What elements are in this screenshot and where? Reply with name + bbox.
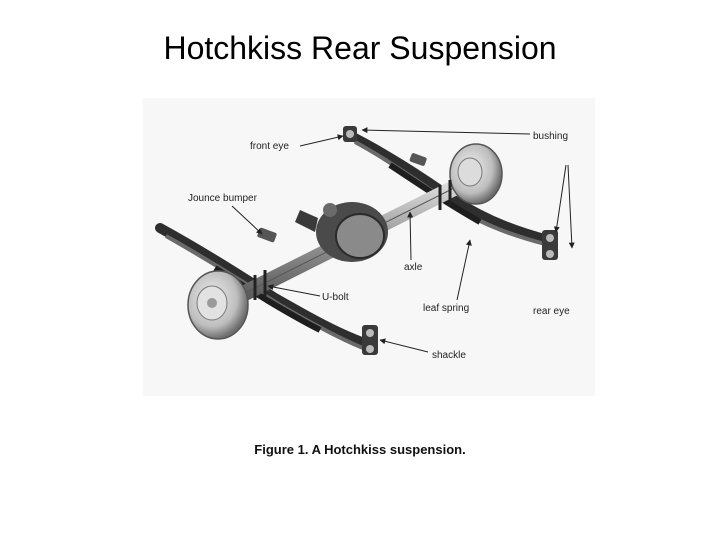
arrow-front-eye <box>299 134 344 147</box>
shackle-bracket <box>362 325 378 355</box>
arrow-bushing-b <box>553 164 567 233</box>
slide-title: Hotchkiss Rear Suspension <box>163 30 557 66</box>
u-bolts <box>253 180 452 300</box>
label-rear-eye: rear eye <box>533 306 570 317</box>
arrow-bushing-a <box>361 127 531 135</box>
label-u-bolt: U-bolt <box>322 292 349 303</box>
right-brake-drum <box>449 143 503 205</box>
figure-caption: Figure 1. A Hotchkiss suspension. <box>254 442 466 457</box>
label-front-eye: front eye <box>250 141 289 152</box>
arrow-shackle <box>379 338 429 353</box>
arrow-leaf-spring <box>456 239 472 301</box>
label-bushing: bushing <box>533 131 568 142</box>
arrow-axle <box>407 211 414 261</box>
arrow-jounce-bumper <box>231 205 263 235</box>
rear-eye-shackle-right <box>542 230 558 260</box>
arrow-u-bolt <box>267 284 321 297</box>
label-jounce-bumper: Jounce bumper <box>188 193 258 204</box>
arrow-bushing-c <box>567 164 575 249</box>
callout-arrows <box>231 127 575 353</box>
differential-housing <box>295 202 388 262</box>
label-axle: axle <box>404 262 423 273</box>
left-brake-drum <box>187 270 249 340</box>
label-leaf-spring: leaf spring <box>423 303 469 314</box>
label-shackle: shackle <box>432 350 466 361</box>
front-eye-bracket <box>343 126 357 142</box>
